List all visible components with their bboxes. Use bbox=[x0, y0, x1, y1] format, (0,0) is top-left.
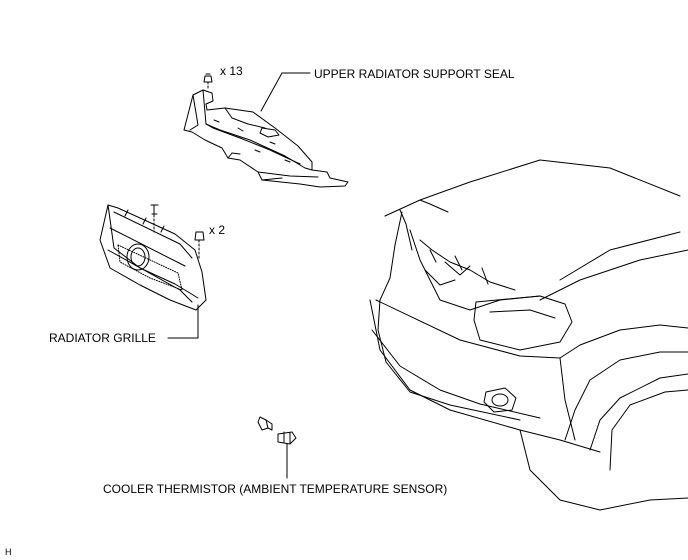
leader-line-grille bbox=[167, 304, 199, 339]
cooler-thermistor bbox=[257, 416, 297, 445]
radiator-grille-label: RADIATOR GRILLE bbox=[49, 331, 156, 345]
upper-radiator-support-seal-label: UPPER RADIATOR SUPPORT SEAL bbox=[314, 67, 515, 81]
upper-radiator-support-seal bbox=[183, 89, 349, 188]
clip-icon bbox=[150, 204, 159, 233]
seal-clip-quantity: x 13 bbox=[220, 64, 243, 78]
leader-line-seal bbox=[260, 72, 311, 112]
radiator-grille bbox=[99, 204, 207, 311]
clip-icon bbox=[194, 231, 205, 261]
cooler-thermistor-label: COOLER THERMISTOR (AMBIENT TEMPERATURE S… bbox=[103, 482, 448, 496]
vehicle-front bbox=[369, 159, 688, 511]
clip-icon bbox=[203, 73, 213, 91]
figure-code: H bbox=[5, 547, 12, 557]
grille-clip-quantity: x 2 bbox=[209, 223, 226, 237]
